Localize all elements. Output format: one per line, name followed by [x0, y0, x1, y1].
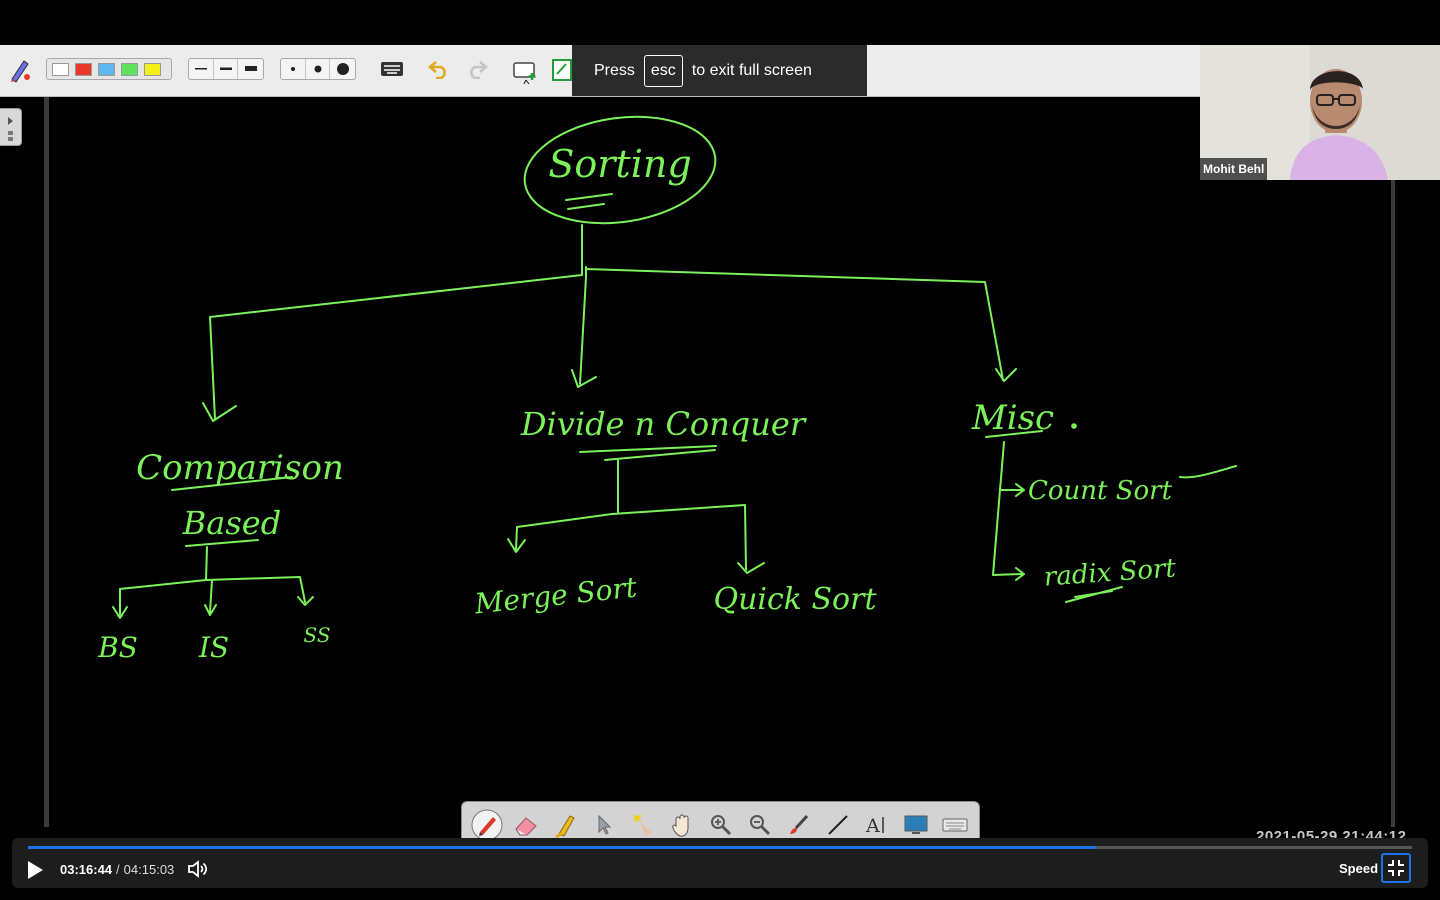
laser-pointer-icon[interactable]: [626, 808, 659, 841]
page-icon[interactable]: [551, 58, 573, 87]
root-underline: [565, 193, 613, 210]
zoom-out-icon[interactable]: [743, 808, 776, 841]
misc-dot: [1071, 423, 1077, 429]
comparison-children-arrowheads: [112, 596, 314, 619]
keyboard-tool-icon[interactable]: [938, 808, 971, 841]
radix-underline: [1065, 586, 1123, 603]
pointer-icon[interactable]: [587, 808, 620, 841]
top-black-bar: [0, 0, 1440, 45]
board-left-edge: [44, 97, 49, 827]
line-thin-icon[interactable]: [189, 59, 214, 79]
progress-bar[interactable]: [28, 846, 1412, 849]
misc-children-connector: [992, 441, 1023, 576]
notice-press-text: Press: [594, 61, 635, 79]
line-width-group: [188, 58, 264, 80]
time-separator: /: [116, 862, 120, 877]
svg-text:A: A: [865, 815, 880, 836]
color-blue-swatch[interactable]: [98, 62, 115, 76]
exit-fullscreen-icon[interactable]: [1381, 853, 1411, 883]
board-right-edge: [1391, 180, 1395, 827]
redo-icon[interactable]: [466, 59, 488, 84]
pen-icon[interactable]: [470, 808, 503, 841]
side-panel-toggle[interactable]: [0, 108, 22, 146]
branch-comparison-line2: Based: [182, 504, 281, 542]
undo-icon[interactable]: [428, 59, 450, 84]
whiteboard-icon[interactable]: [513, 60, 539, 89]
root-ellipse: [523, 115, 717, 225]
comparison-children-connector: [119, 546, 306, 616]
zoom-in-icon[interactable]: [704, 808, 737, 841]
line-thick-icon[interactable]: [238, 59, 263, 79]
leaf-ss: SS: [303, 623, 330, 647]
divide-children-arrowheads: [507, 538, 765, 574]
whiteboard-canvas[interactable]: Sorting Comparison Based BS IS SS Divide…: [0, 97, 1440, 817]
fullscreen-notice: Press esc to exit full screen: [572, 45, 867, 96]
leaf-radix-sort: radix Sort: [1043, 553, 1177, 592]
duration: 04:15:03: [123, 862, 175, 877]
highlighter-icon[interactable]: [548, 808, 581, 841]
branch-comparison-line1: Comparison: [136, 448, 344, 488]
volume-icon[interactable]: [187, 859, 209, 884]
line-icon[interactable]: [821, 808, 854, 841]
color-green-swatch[interactable]: [121, 62, 138, 76]
screen-icon[interactable]: [899, 808, 932, 841]
brush-icon[interactable]: [782, 808, 815, 841]
line-medium-icon[interactable]: [214, 59, 239, 79]
presenter-webcam: Mohit Behl: [1200, 45, 1440, 180]
leaf-merge-sort: Merge Sort: [472, 571, 639, 621]
connector-left: [209, 224, 583, 420]
hand-icon[interactable]: [665, 808, 698, 841]
time-display: 03:16:44/04:15:03: [60, 862, 174, 877]
connector-right: [585, 268, 1004, 381]
arrowhead-middle: [571, 369, 597, 388]
divide-underline: [579, 445, 717, 461]
arrowhead-left: [202, 402, 237, 422]
current-time: 03:16:44: [60, 862, 113, 877]
dot-large-icon[interactable]: [330, 59, 355, 79]
notice-rest-text: to exit full screen: [691, 61, 812, 79]
misc-underline: [985, 430, 1043, 438]
comparison-underline: [171, 476, 293, 491]
divide-children-connector: [515, 459, 747, 571]
video-player-controls: 03:16:44/04:15:03 Speed: [12, 838, 1428, 888]
speed-button[interactable]: Speed: [1339, 861, 1379, 876]
eraser-icon[interactable]: [509, 808, 542, 841]
leaf-count-sort: Count Sort: [1028, 476, 1173, 506]
misc-children-arrowheads: [1015, 483, 1025, 581]
play-icon[interactable]: [26, 860, 44, 885]
leaf-is: IS: [198, 631, 229, 664]
color-yellow-swatch[interactable]: [144, 62, 161, 76]
color-white-swatch[interactable]: [52, 62, 69, 76]
leaf-quick-sort: Quick Sort: [713, 582, 877, 617]
connector-middle: [579, 266, 587, 385]
dot-size-group: [280, 58, 356, 80]
dot-medium-icon[interactable]: [306, 59, 331, 79]
pen-settings-icon[interactable]: [8, 57, 32, 88]
leaf-bs: BS: [97, 631, 138, 664]
root-label: Sorting: [548, 142, 691, 186]
branch-divide-label: Divide n Conquer: [520, 405, 807, 443]
color-red-swatch[interactable]: [75, 62, 92, 76]
keyboard-icon[interactable]: [380, 60, 404, 83]
presenter-video-frame: [1200, 45, 1440, 180]
dot-small-icon[interactable]: [281, 59, 306, 79]
esc-key-badge: esc: [643, 54, 683, 87]
text-icon[interactable]: A: [860, 808, 893, 841]
color-palette: [46, 58, 172, 80]
based-underline: [185, 539, 259, 547]
progress-fill: [28, 846, 1096, 849]
arrowhead-right: [995, 368, 1017, 382]
presenter-name-tag: Mohit Behl: [1200, 158, 1268, 180]
count-sort-squiggle: [1179, 465, 1237, 479]
